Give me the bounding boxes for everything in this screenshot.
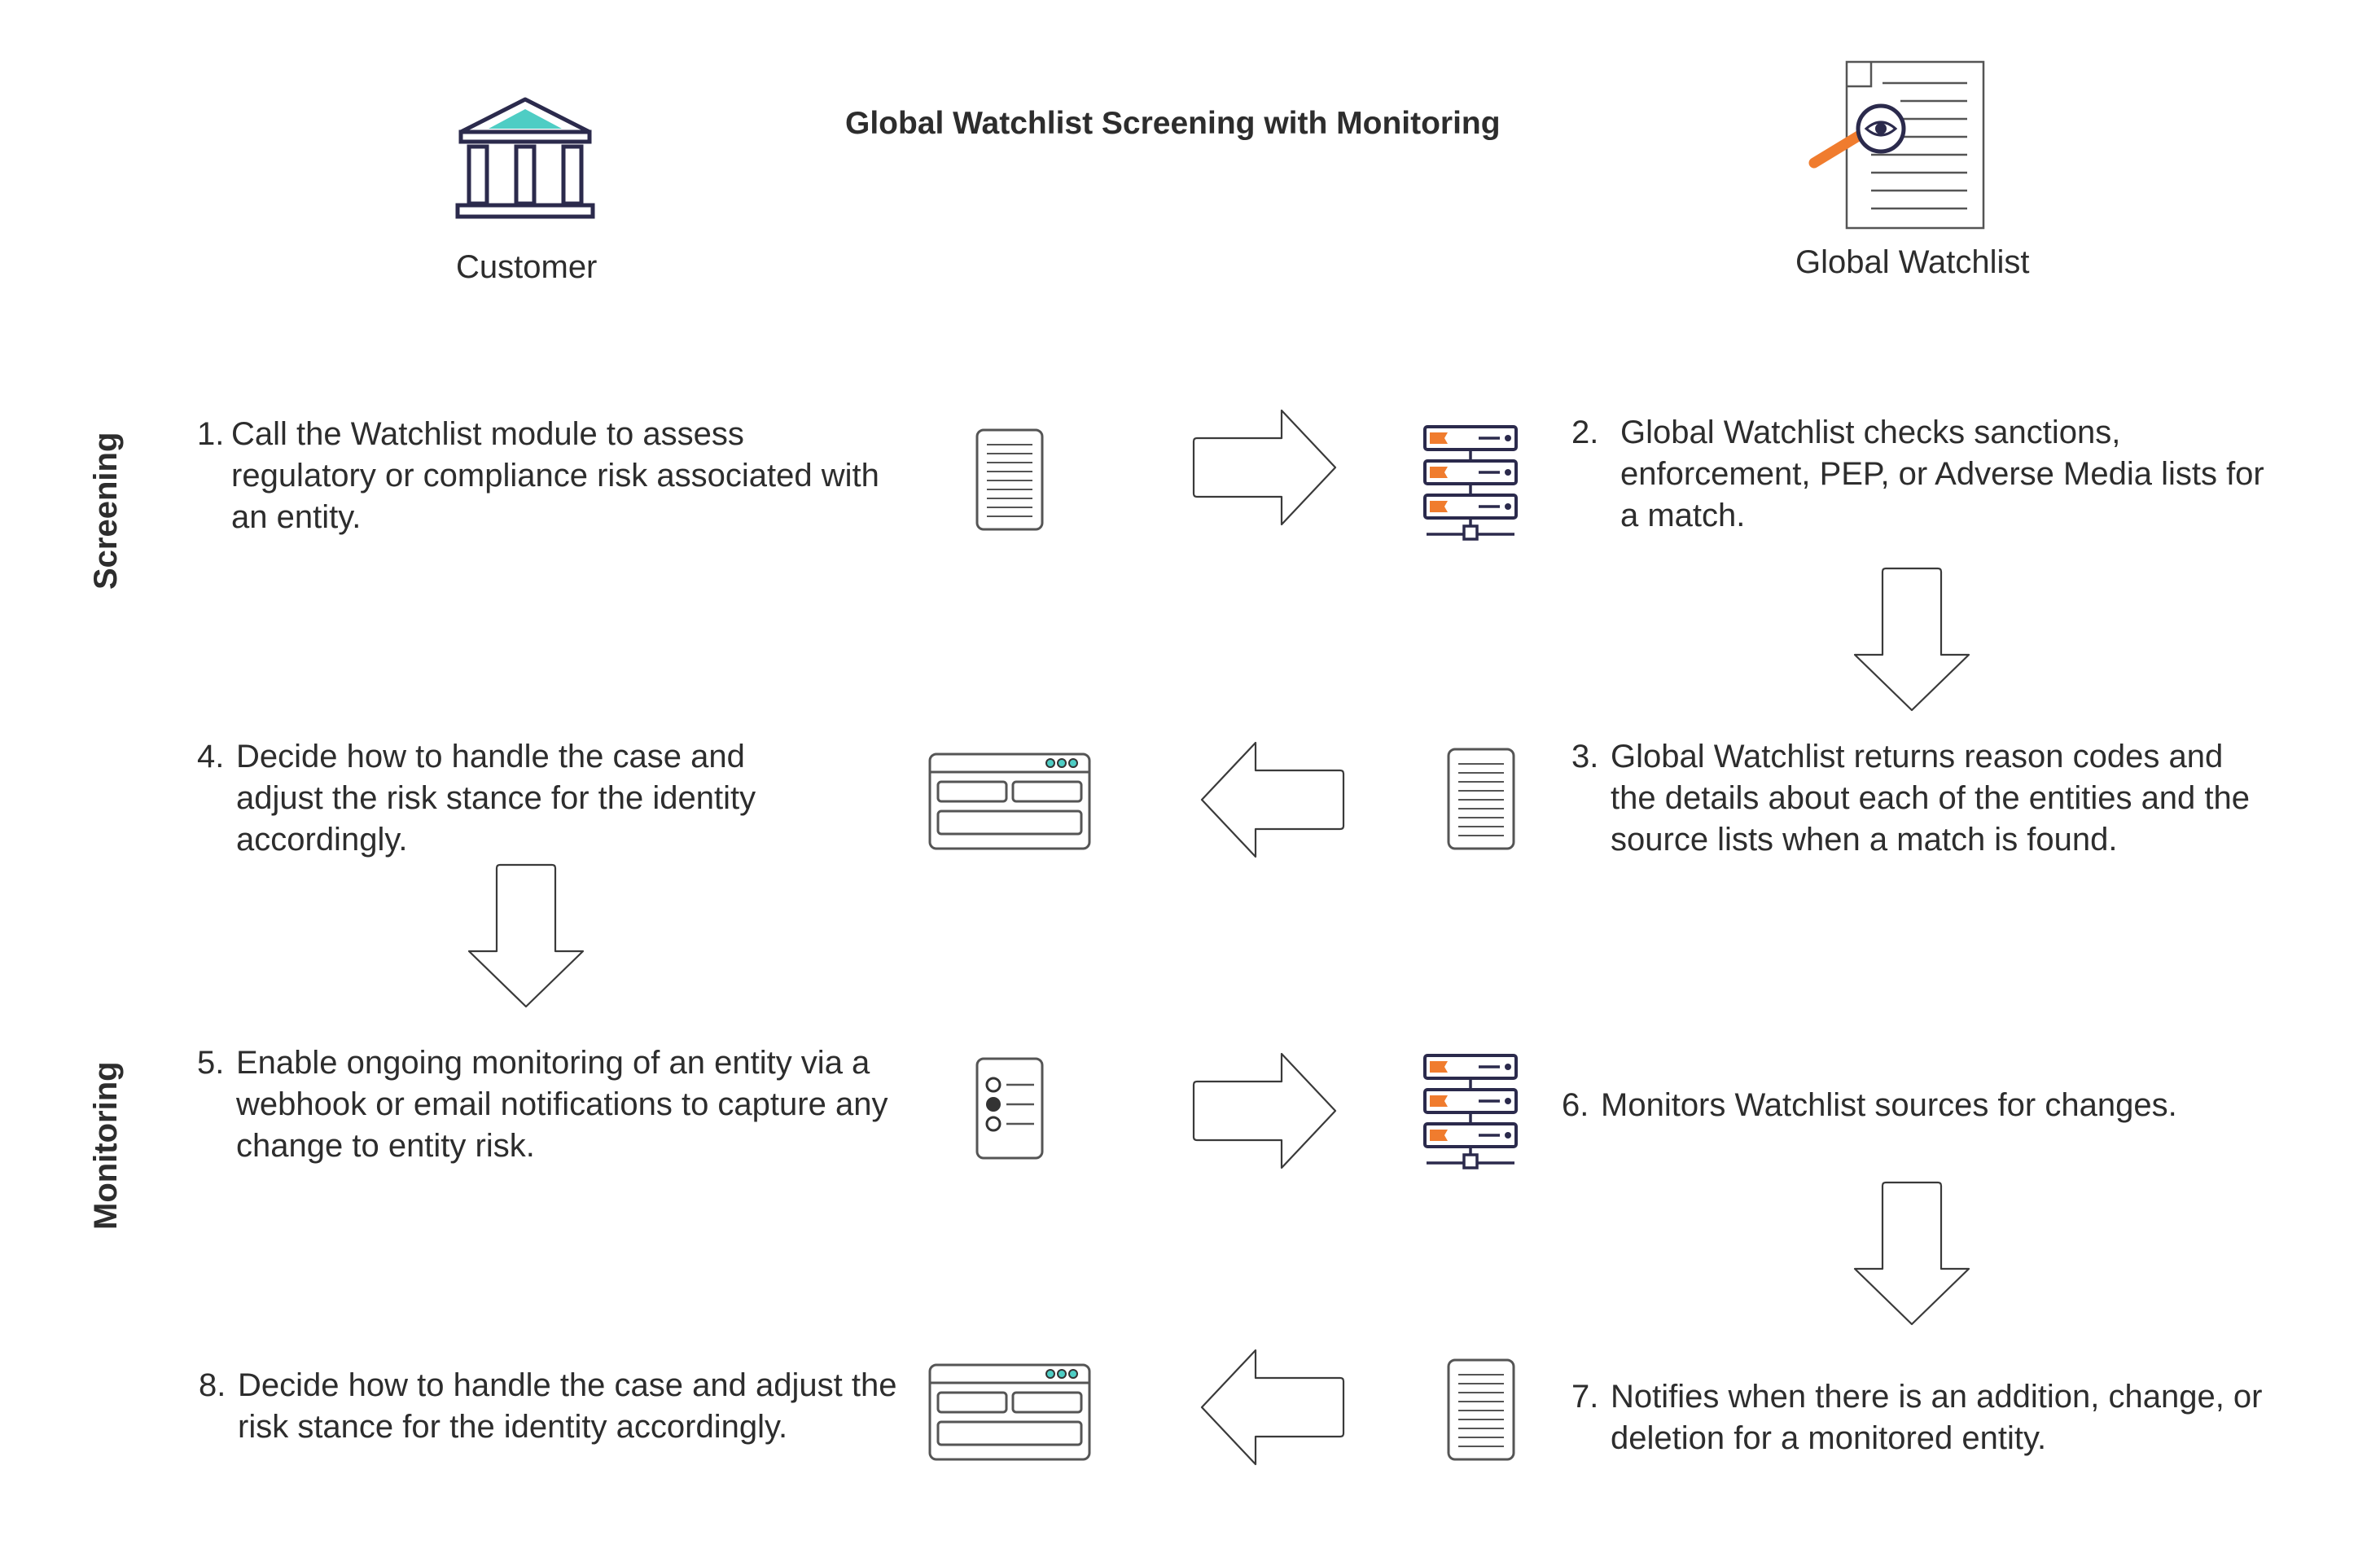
step-4: 4. Decide how to handle the case and adj… xyxy=(197,736,914,867)
document-magnifier-icon xyxy=(1808,60,1985,230)
step-text: Decide how to handle the case and adjust… xyxy=(236,739,756,858)
arrow-down-icon xyxy=(1853,567,1970,712)
step-8: 8. Decide how to handle the case and adj… xyxy=(199,1365,915,1455)
step-7: 7. Notifies when there is an addition, c… xyxy=(1571,1376,2288,1466)
server-rack-icon xyxy=(1423,425,1518,541)
arrow-left-icon xyxy=(1200,741,1345,858)
step-number: 3. xyxy=(1571,739,1599,774)
step-text: Notifies when there is an addition, chan… xyxy=(1611,1379,2263,1456)
step-number: 4. xyxy=(197,739,225,774)
actor-customer-label: Customer xyxy=(456,249,598,285)
arrow-left-icon xyxy=(1200,1349,1345,1466)
step-text: Enable ongoing monitoring of an entity v… xyxy=(236,1045,888,1164)
step-number: 8. xyxy=(199,1367,226,1403)
step-number: 1. xyxy=(197,416,225,452)
step-number: 5. xyxy=(197,1045,225,1081)
step-number: 2. xyxy=(1571,415,1599,450)
document-icon xyxy=(1447,1358,1515,1461)
step-text: Decide how to handle the case and adjust… xyxy=(238,1367,897,1445)
step-text: Call the Watchlist module to assess regu… xyxy=(231,416,879,535)
arrow-down-icon xyxy=(1853,1181,1970,1326)
browser-window-icon xyxy=(928,1363,1091,1461)
lane-monitoring-label: Monitoring xyxy=(88,1061,124,1230)
document-icon xyxy=(1447,748,1515,850)
diagram-title: Global Watchlist Screening with Monitori… xyxy=(845,106,1501,141)
arrow-down-icon xyxy=(467,863,585,1008)
step-text: Global Watchlist returns reason codes an… xyxy=(1611,739,2251,858)
actor-watchlist-label: Global Watchlist xyxy=(1795,244,2030,280)
step-3: 3. Global Watchlist returns reason codes… xyxy=(1571,736,2288,867)
step-text: Global Watchlist checks sanctions, enfor… xyxy=(1620,415,2264,533)
step-number: 7. xyxy=(1571,1379,1599,1415)
document-icon xyxy=(975,428,1044,531)
arrow-right-icon xyxy=(1192,409,1337,526)
step-2: 2. Global Watchlist checks sanctions, en… xyxy=(1571,412,2288,542)
radio-list-icon xyxy=(975,1057,1044,1160)
step-text: Monitors Watchlist sources for changes. xyxy=(1601,1087,2177,1123)
lane-screening-label: Screening xyxy=(88,432,124,590)
step-number: 6. xyxy=(1562,1087,1589,1123)
step-5: 5. Enable ongoing monitoring of an entit… xyxy=(197,1042,914,1173)
step-1: 1. Call the Watchlist module to assess r… xyxy=(197,414,914,544)
bank-building-icon xyxy=(455,97,595,219)
arrow-right-icon xyxy=(1192,1052,1337,1169)
step-6: 6. Monitors Watchlist sources for change… xyxy=(1562,1085,2295,1134)
server-rack-icon xyxy=(1423,1054,1518,1169)
browser-window-icon xyxy=(928,752,1091,850)
